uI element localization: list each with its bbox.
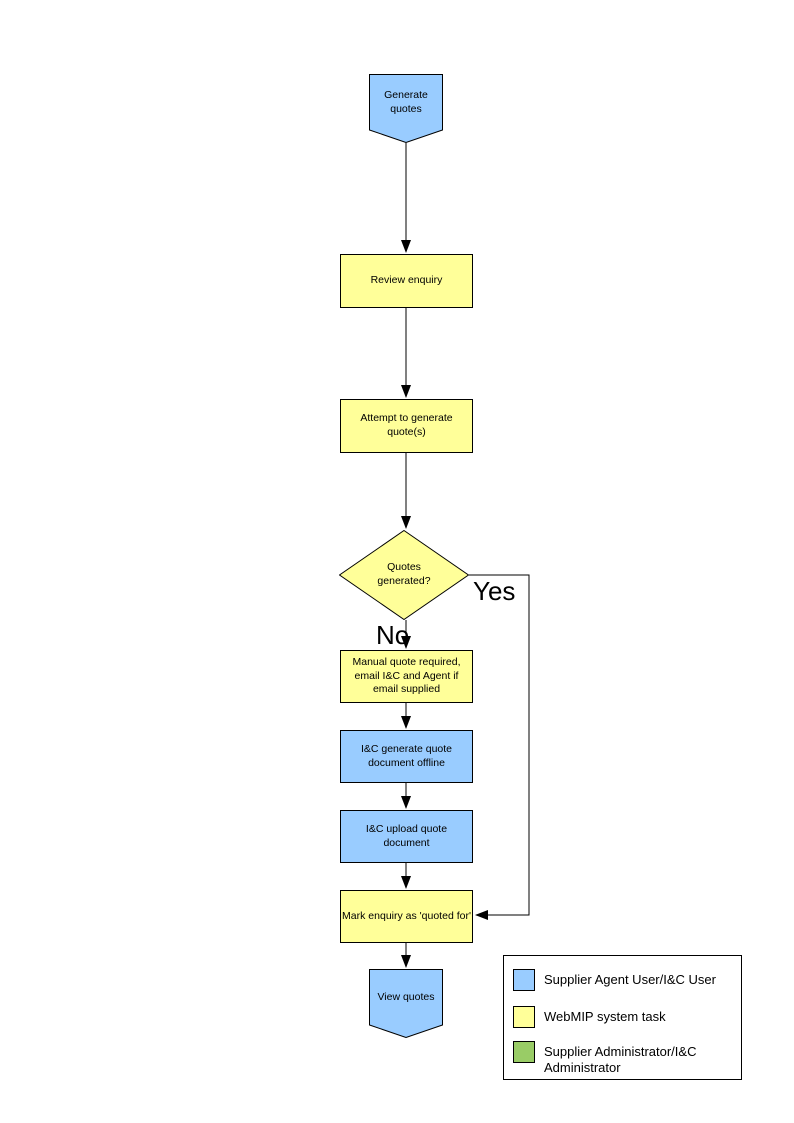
legend-item-supplier-admin: Supplier Administrator/I&C Administrator xyxy=(513,1041,740,1077)
legend-item-supplier-agent: Supplier Agent User/I&C User xyxy=(513,969,740,991)
node-label: Review enquiry xyxy=(370,274,443,287)
legend-item-webmip-task: WebMIP system task xyxy=(513,1006,740,1028)
node-review-enquiry: Review enquiry xyxy=(340,254,473,308)
pentagon-shape xyxy=(369,74,443,143)
pentagon-shape xyxy=(369,969,443,1038)
node-label: Manual quote required, email I&C and Age… xyxy=(352,656,461,696)
legend-swatch-yellow xyxy=(513,1006,535,1028)
node-label: Attempt to generate quote(s) xyxy=(360,412,453,438)
edge-decision-mark-yes xyxy=(469,574,530,920)
node-label: Quotes generated? xyxy=(377,561,431,587)
node-attempt-generate: Attempt to generate quote(s) xyxy=(340,399,473,453)
node-label: Generate quotes xyxy=(384,89,428,115)
legend-swatch-green xyxy=(513,1041,535,1063)
node-view-quotes: View quotes xyxy=(369,969,443,1038)
branch-label-no: No xyxy=(376,620,410,650)
branch-label-yes: Yes xyxy=(473,576,516,606)
node-generate-quotes: Generate quotes xyxy=(369,74,443,143)
node-label: I&C generate quote document offline xyxy=(360,742,453,769)
node-mark-quoted-for: Mark enquiry as 'quoted for' xyxy=(340,890,473,943)
legend-swatch-blue xyxy=(513,969,535,991)
node-upload-document: I&C upload quote document xyxy=(340,810,473,863)
legend-label: Supplier Administrator/I&C Administrator xyxy=(544,1044,697,1076)
node-label: Mark enquiry as 'quoted for' xyxy=(342,909,471,922)
legend-box: Supplier Agent User/I&C User WebMIP syst… xyxy=(503,955,742,1080)
node-label: View quotes xyxy=(377,991,435,1004)
node-quotes-generated-decision: Quotes generated? xyxy=(339,530,469,620)
node-manual-quote-required: Manual quote required, email I&C and Age… xyxy=(340,650,473,703)
legend-label: Supplier Agent User/I&C User xyxy=(544,972,716,987)
legend-label: WebMIP system task xyxy=(544,1009,666,1024)
node-label: I&C upload quote document xyxy=(365,822,448,849)
node-generate-offline: I&C generate quote document offline xyxy=(340,730,473,783)
diamond-shape xyxy=(339,530,469,620)
